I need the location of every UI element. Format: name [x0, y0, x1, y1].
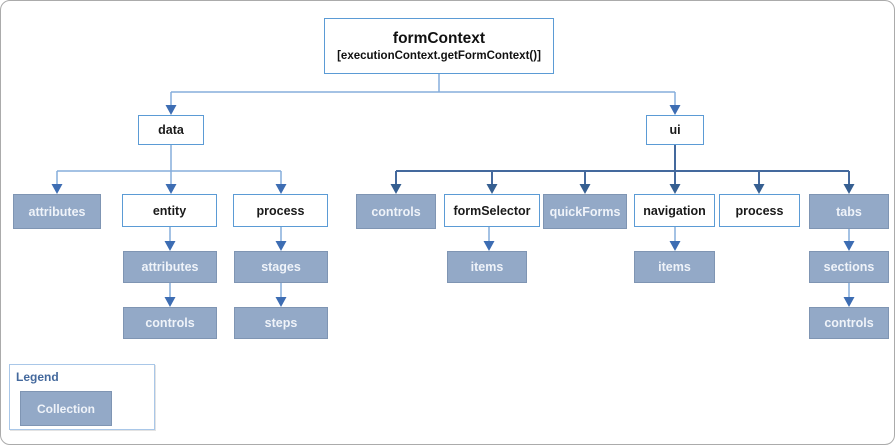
- node-formcontext: formContext [executionContext.getFormCon…: [324, 18, 554, 74]
- node-attributes-controls: controls: [123, 307, 217, 339]
- node-ui: ui: [646, 115, 704, 145]
- node-quickforms: quickForms: [543, 194, 627, 229]
- connector-ui-split: [395, 145, 850, 185]
- legend-collection-swatch: Collection: [20, 391, 112, 426]
- connector-root-split: [170, 74, 676, 106]
- node-data-process: process: [233, 194, 328, 227]
- node-tabs: tabs: [809, 194, 889, 229]
- node-data-attributes: attributes: [13, 194, 101, 229]
- connector-descendants: [169, 227, 850, 298]
- node-formselector-items: items: [447, 251, 527, 283]
- node-formcontext-subtitle: [executionContext.getFormContext()]: [337, 50, 541, 62]
- node-tabs-sections: sections: [809, 251, 889, 283]
- node-ui-process: process: [719, 194, 800, 227]
- legend-title: Legend: [16, 370, 59, 384]
- node-data: data: [138, 115, 204, 145]
- node-entity: entity: [122, 194, 217, 227]
- node-navigation: navigation: [634, 194, 715, 227]
- connector-data-split: [56, 145, 282, 185]
- node-navigation-items: items: [634, 251, 715, 283]
- arrowheads-light: [51, 105, 855, 307]
- node-formselector: formSelector: [444, 194, 540, 227]
- node-process-stages: stages: [234, 251, 328, 283]
- node-ui-controls: controls: [356, 194, 436, 229]
- node-stages-steps: steps: [234, 307, 328, 339]
- node-sections-controls: controls: [809, 307, 889, 339]
- node-formcontext-title: formContext: [392, 30, 486, 47]
- arrowheads-dark: [390, 184, 855, 194]
- legend: Legend Collection: [9, 364, 155, 430]
- node-entity-attributes: attributes: [123, 251, 217, 283]
